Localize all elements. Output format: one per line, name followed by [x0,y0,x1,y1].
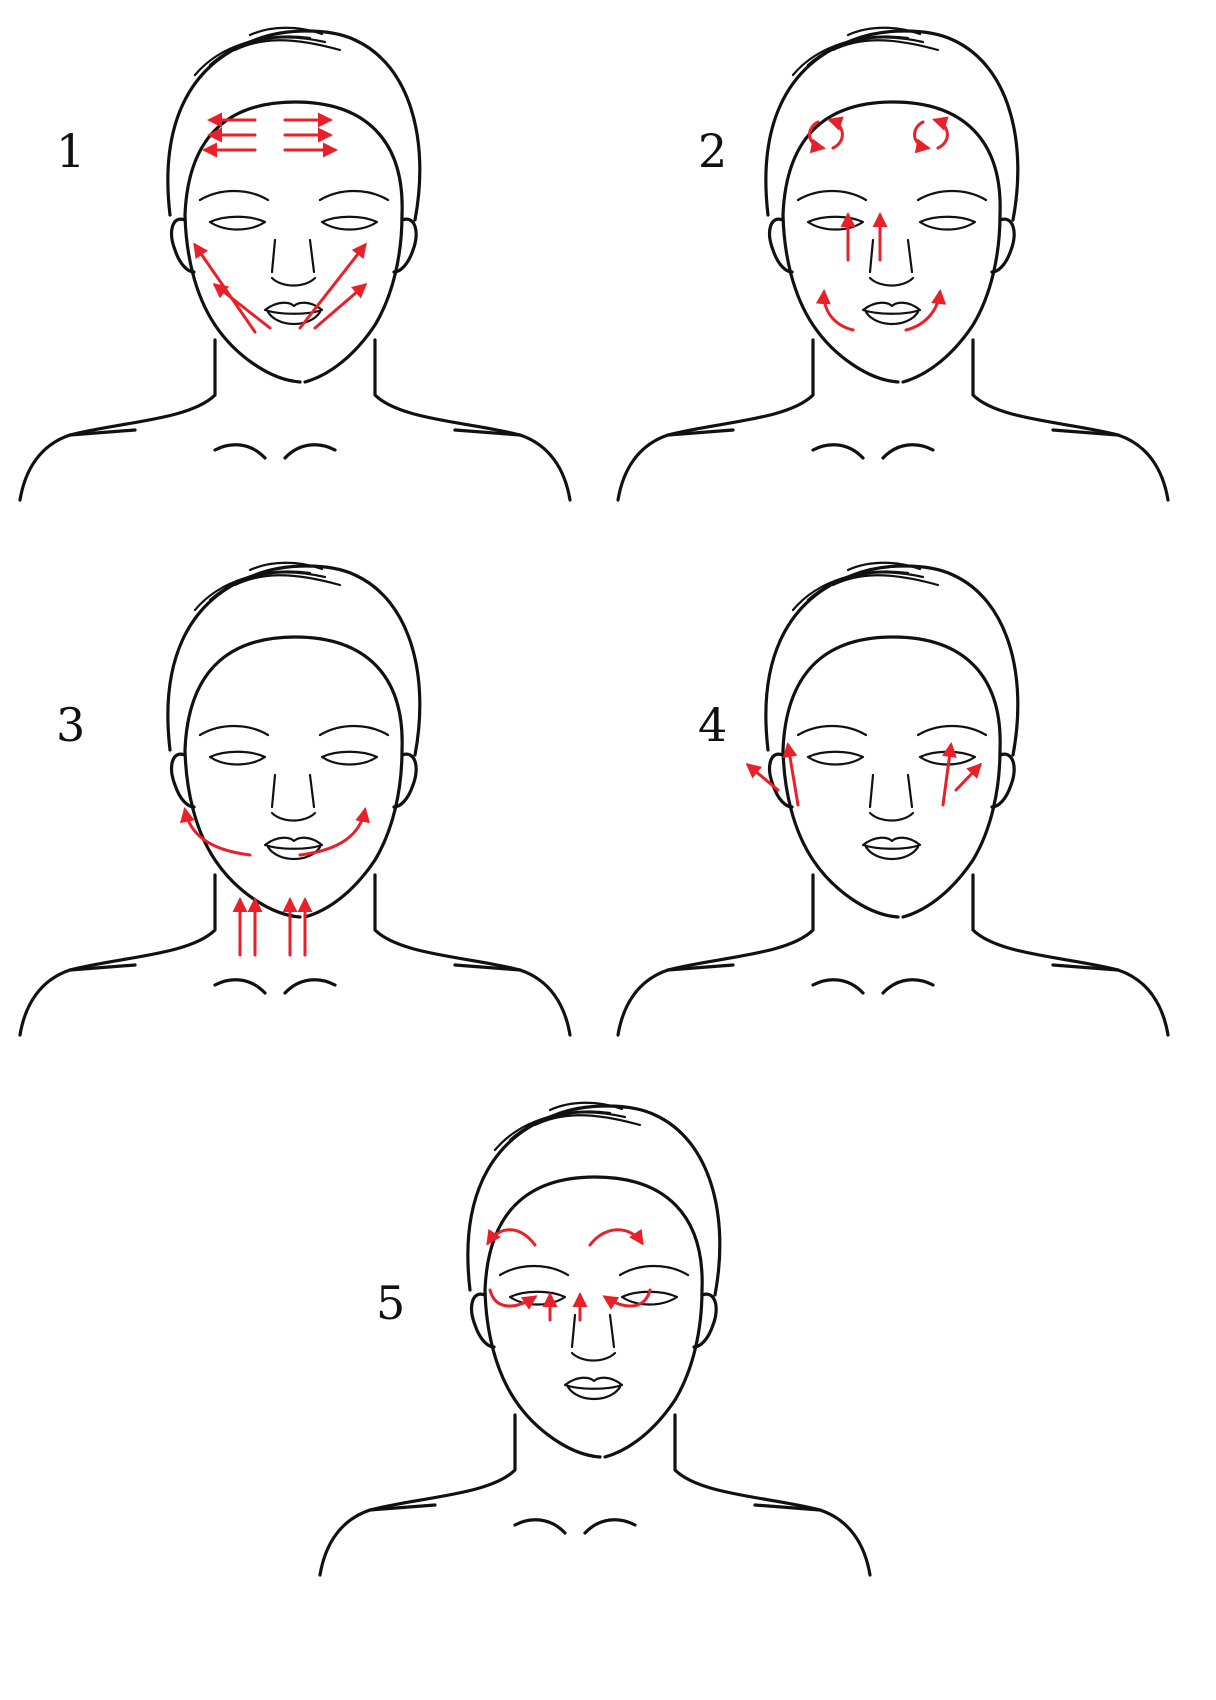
face-illustration-4 [608,545,1168,1085]
massage-arrow [915,122,928,148]
massage-arrow [300,245,365,328]
massage-arrow [830,120,842,148]
face-outline [20,28,570,500]
massage-arrow [195,245,255,332]
face-outline [618,28,1168,500]
face-illustration-5 [310,1085,870,1625]
face-illustration-1 [10,10,570,550]
massage-arrow [935,120,947,148]
face-outline [20,563,570,1035]
massage-arrow [215,285,270,328]
massage-arrow [956,765,980,790]
massage-arrow [906,292,940,330]
face-illustration-2 [608,10,1168,550]
massage-arrow [943,745,951,805]
massage-arrow [824,292,853,330]
massage-arrow [315,285,365,328]
face-outline [618,563,1168,1035]
face-illustration-3 [10,545,570,1085]
face-outline [320,1103,870,1575]
massage-arrow [788,745,798,805]
massage-arrow [590,1230,642,1245]
massage-arrow [748,765,778,790]
